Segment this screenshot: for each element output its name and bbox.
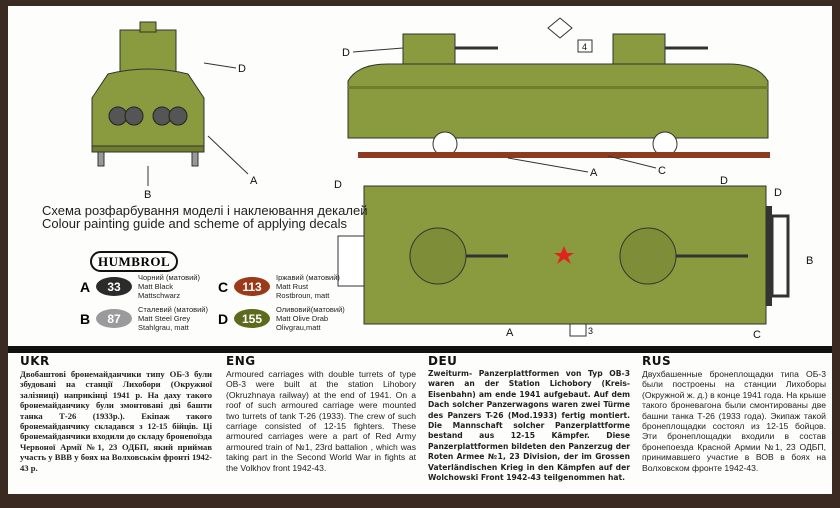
rails [358,152,770,158]
decal-marker [547,17,573,39]
text-rus: RUS Двухбашенные бронеплощадки типа ОБ-3… [642,355,826,473]
turret-top [409,227,467,285]
coupling [770,214,790,298]
frame [91,145,205,153]
callout-a: A [590,167,598,179]
top-view: 3 D D D B A C [334,175,813,341]
turret-hatch [139,21,157,33]
paint-letter: C [218,278,229,295]
decal-number: 4 [582,42,587,52]
painting-guide: D B A 4 D C A 3 D D D B [8,6,832,500]
heading-ukr: UKR [20,354,50,368]
body-ukr: Двобаштові бронемайданчики типу ОБ-3 бул… [20,369,212,473]
paint-letter: D [218,310,229,327]
turret-top [619,227,677,285]
text-deu: DEU Zweiturm- Panzerplattformen von Typ … [428,355,630,483]
callout-a: A [250,175,258,187]
callout-d: D [238,63,246,75]
paint-chip: 113 [234,277,270,296]
decal-number: 3 [588,326,593,336]
side-view: 4 D C A [342,17,770,179]
callout-d: D [342,47,350,59]
callout-c: C [658,165,666,177]
heading-deu: DEU [428,354,458,368]
turret [612,33,666,65]
paint-letter: A [80,278,91,295]
turret [402,33,456,65]
divider-bar [8,346,832,353]
callout-b: B [144,189,151,201]
front-view: D B A [91,21,258,201]
callout-b: B [806,255,813,267]
body-eng: Armoured carriages with double turrets o… [226,369,416,473]
body-rus: Двухбашенные бронеплощадки типа ОБ-3 был… [642,369,826,473]
text-ukr: UKR Двобаштові бронемайданчики типу ОБ-3… [20,355,212,473]
buffer [124,106,144,126]
front-turret [119,29,177,73]
buffer [168,106,188,126]
caption-eng: Colour painting guide and scheme of appl… [42,216,347,231]
heading-eng: ENG [226,354,256,368]
end-plate [337,235,365,287]
paint-chip: 155 [234,309,270,328]
wheel [191,151,199,167]
paint-chip: 33 [96,277,132,296]
heading-rus: RUS [642,354,672,368]
callout-d: D [774,187,782,199]
buffer [152,106,172,126]
vehicle-drawings: D B A 4 D C A 3 D D D B [91,17,813,341]
caption-ukr: Схема розфарбування моделі і наклеювання… [42,203,368,218]
front-hull [91,68,205,147]
buffer [108,106,128,126]
paint-chip: 87 [96,309,132,328]
bottom-border [8,494,832,500]
callout-c: C [753,329,761,341]
humbrol-logo: HUMBROL [90,251,179,272]
wheel [97,151,105,167]
callout-d: D [334,179,342,191]
text-eng: ENG Armoured carriages with double turre… [226,355,416,473]
side-hull [347,63,769,139]
callout-a: A [506,327,514,339]
red-star-icon [554,246,574,264]
paint-letter: B [80,310,91,327]
caption: Схема розфарбування моделі і наклеювання… [42,204,367,230]
callout-d: D [720,175,728,187]
body-deu: Zweiturm- Panzerplattformen von Typ OB-3… [428,369,630,483]
